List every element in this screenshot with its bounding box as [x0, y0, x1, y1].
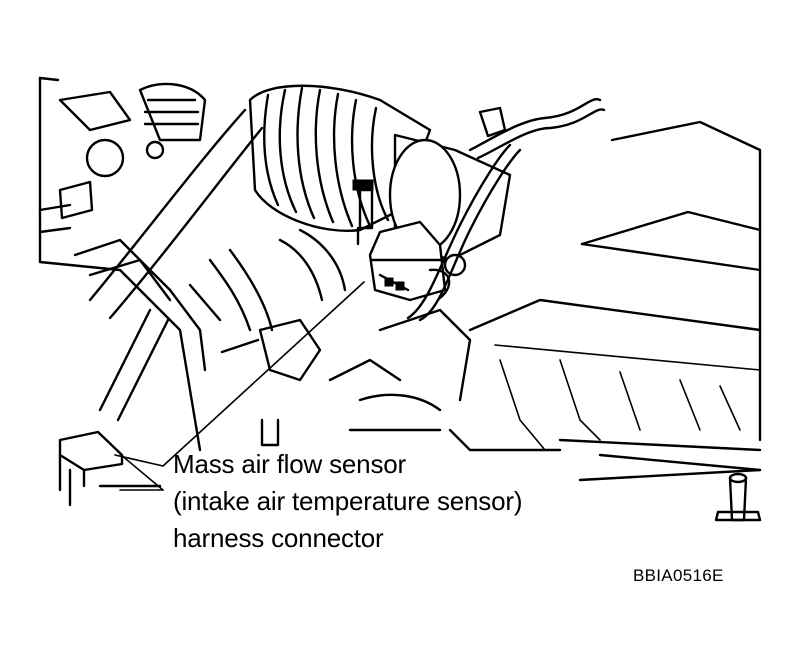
harness-connector	[368, 220, 467, 302]
callout-leader-lines	[114, 281, 365, 491]
hose-clamp	[138, 82, 207, 160]
illustration-frame	[38, 76, 202, 452]
engine-components-left	[38, 90, 172, 302]
engine-components-middle	[208, 228, 472, 447]
callout-label-line-3: harness connector	[173, 523, 384, 553]
air-cleaner-housing	[448, 120, 762, 482]
callout-label-line-2: (intake air temperature sensor)	[173, 486, 523, 516]
callout-connector-symbol	[58, 430, 162, 507]
bolt	[714, 472, 762, 522]
breather-hose	[88, 108, 264, 422]
figure-code: BBIA0516E	[633, 566, 724, 585]
wiring-harness	[406, 98, 606, 322]
callout-label-line-1: Mass air flow sensor	[173, 449, 406, 479]
